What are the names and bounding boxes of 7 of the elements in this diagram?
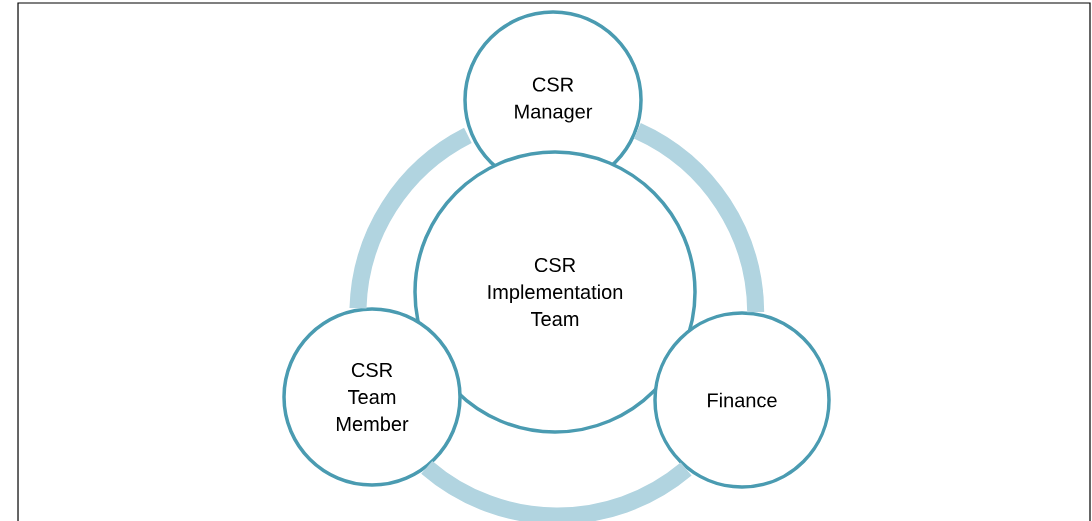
circle-node: Finance	[653, 311, 831, 489]
ring-arc	[633, 123, 765, 313]
node-label: CSR Team Member	[336, 362, 409, 432]
ring-arc	[349, 128, 473, 309]
circle-node: CSR Team Member	[282, 307, 462, 487]
ring-arc	[421, 460, 692, 521]
node-label: Finance	[708, 392, 777, 408]
